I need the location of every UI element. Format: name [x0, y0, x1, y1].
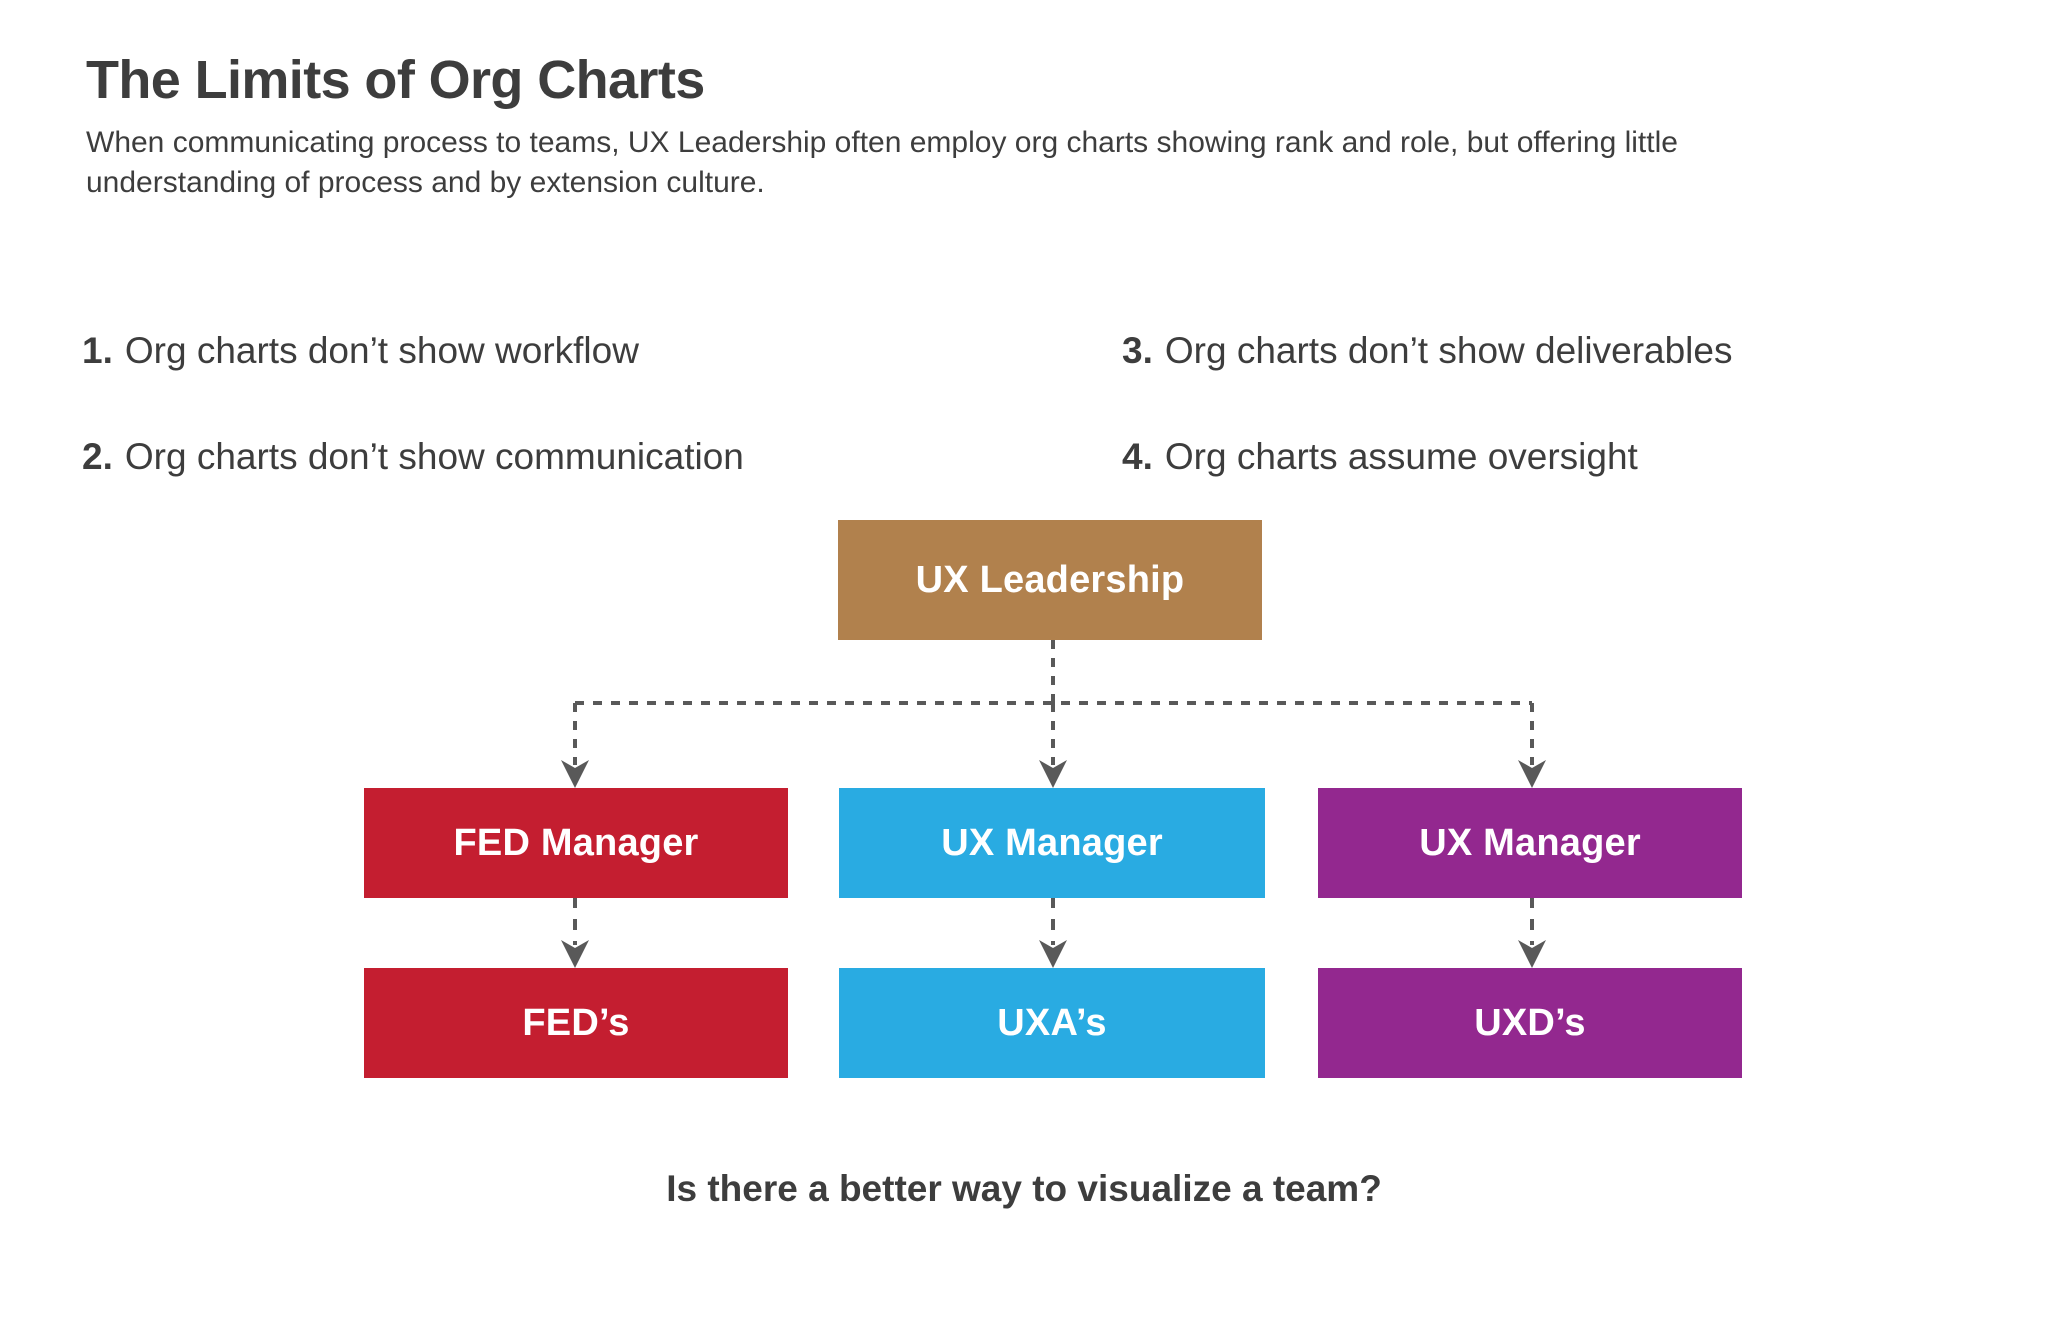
reason-item-3: 3. Org charts don’t show deliverables: [1122, 297, 1982, 403]
page-subtitle: When communicating process to teams, UX …: [86, 126, 1678, 200]
reason-number: 2.: [82, 435, 113, 477]
reasons-list: 1. Org charts don’t show workflow 3. Org…: [82, 297, 1982, 509]
reason-text: Org charts don’t show communication: [124, 435, 744, 477]
header: The Limits of Org Charts When communicat…: [86, 50, 1966, 203]
reason-item-2: 2. Org charts don’t show communication: [82, 403, 1122, 509]
org-chart: UX Leadership FED Manager UX Manager UX …: [0, 520, 2048, 1080]
reason-item-4: 4. Org charts assume oversight: [1122, 403, 1982, 509]
org-node-ux-leadership[interactable]: UX Leadership: [838, 520, 1262, 640]
org-node-label: FED’s: [522, 1001, 630, 1044]
org-node-label: UX Manager: [941, 821, 1163, 864]
reason-text: Org charts don’t show workflow: [124, 329, 639, 371]
org-node-label: UX Leadership: [915, 558, 1185, 601]
org-node-ux-manager-d[interactable]: UX Manager: [1318, 788, 1742, 898]
footer-question: Is there a better way to visualize a tea…: [666, 1168, 1382, 1209]
org-node-label: UXA’s: [997, 1001, 1107, 1044]
org-node-label: UXD’s: [1474, 1001, 1586, 1044]
org-node-uxds[interactable]: UXD’s: [1318, 968, 1742, 1078]
org-node-uxas[interactable]: UXA’s: [839, 968, 1265, 1078]
page-title: The Limits of Org Charts: [86, 50, 705, 110]
org-node-feds[interactable]: FED’s: [364, 968, 788, 1078]
reason-number: 3.: [1122, 329, 1153, 371]
reason-text: Org charts don’t show deliverables: [1164, 329, 1733, 371]
org-node-label: UX Manager: [1419, 821, 1641, 864]
org-node-fed-manager[interactable]: FED Manager: [364, 788, 788, 898]
reason-number: 4.: [1122, 435, 1153, 477]
reason-item-1: 1. Org charts don’t show workflow: [82, 297, 1122, 403]
reason-text: Org charts assume oversight: [1164, 435, 1638, 477]
reason-number: 1.: [82, 329, 113, 371]
org-node-ux-manager-a[interactable]: UX Manager: [839, 788, 1265, 898]
org-node-label: FED Manager: [453, 821, 699, 864]
